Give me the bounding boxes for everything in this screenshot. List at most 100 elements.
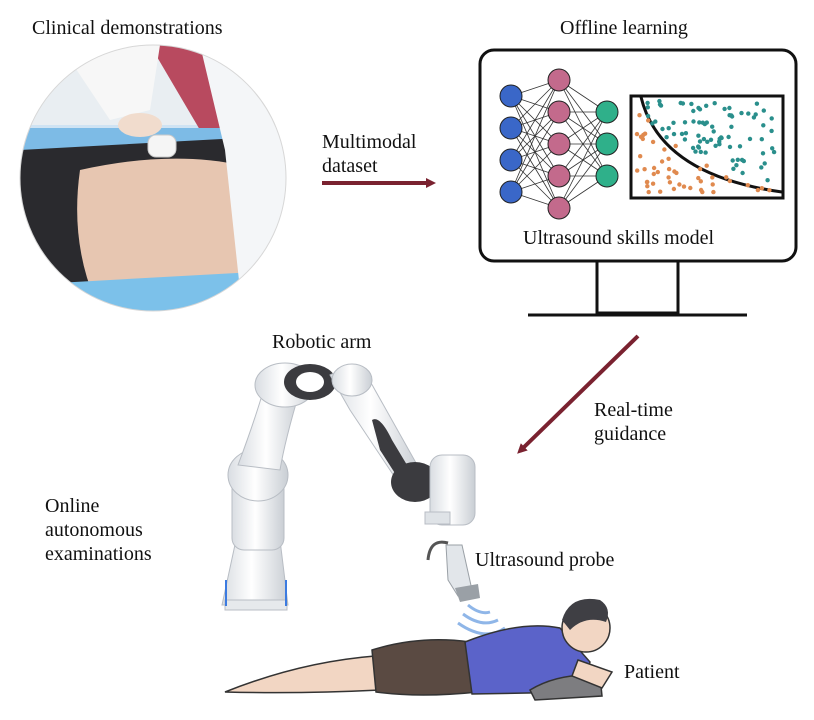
scatter-dot	[727, 178, 732, 184]
scatter-dot	[696, 105, 701, 111]
scatter-dot	[677, 182, 682, 187]
scatter-dot	[761, 123, 766, 128]
ultrasound-probe-label: Ultrasound probe	[475, 549, 615, 571]
scatter-dot	[734, 163, 739, 168]
scatter-dot	[769, 116, 774, 121]
scatter-dot	[671, 186, 677, 192]
scatter-dot	[689, 101, 694, 107]
scatter-dot	[759, 165, 764, 170]
scatter-dot	[704, 163, 709, 168]
scatter-dot	[682, 137, 688, 142]
patient-label: Patient	[624, 661, 680, 683]
scatter-dot	[710, 124, 715, 129]
scatter-dot	[680, 101, 686, 106]
scatter-dot	[771, 149, 777, 155]
ultrasound-probe-icon	[426, 540, 506, 636]
nn-edge	[510, 79, 560, 193]
scatter-dot	[666, 126, 671, 131]
scatter-dot	[722, 106, 727, 112]
scatter-dot	[672, 169, 677, 174]
scatter-dot	[682, 120, 688, 125]
neural-network-icon	[499, 68, 619, 220]
scatter-dot	[759, 186, 765, 191]
offline-learning-label: Offline learning	[560, 17, 688, 39]
guidance-line: guidance	[594, 423, 667, 445]
scatter-dot	[644, 179, 650, 185]
scatter-dot	[727, 105, 732, 111]
scatter-dot	[645, 113, 651, 119]
scatter-dot	[637, 113, 642, 118]
dataset-line: dataset	[322, 155, 378, 177]
scatter-dot	[655, 169, 660, 175]
multimodal-dataset-label: Multimodal dataset	[322, 130, 416, 178]
scatter-dot	[696, 144, 701, 149]
scatter-dot	[765, 178, 770, 183]
scatter-dot	[696, 133, 701, 138]
scatter-dot	[667, 180, 673, 185]
scatter-dot	[703, 150, 708, 155]
scatter-dot	[638, 134, 644, 139]
scatter-dot	[710, 175, 715, 180]
nn-node	[499, 180, 523, 204]
scatter-dot	[713, 143, 718, 148]
nn-edge	[558, 111, 608, 177]
patient-icon	[224, 598, 614, 701]
scatter-dot	[690, 145, 696, 151]
scatter-dot	[691, 108, 696, 114]
scatter-dot	[653, 119, 658, 124]
nn-node	[499, 84, 523, 108]
scatter-dot	[666, 166, 672, 172]
scatter-dot	[645, 105, 650, 110]
scatter-dot	[735, 157, 740, 162]
nn-node	[595, 132, 619, 156]
guidance-arrow	[517, 334, 640, 454]
scatter-dot	[727, 144, 733, 150]
scatter-dot	[650, 139, 656, 145]
scatter-dot	[645, 100, 650, 106]
online-autonomous-examinations-label: Online autonomous examinations	[45, 494, 152, 566]
scatter-dot	[769, 128, 774, 134]
scatter-dot	[664, 135, 669, 140]
scatter-dot	[747, 136, 753, 142]
real-time-line: Real-time	[594, 399, 673, 421]
multimodal-line: Multimodal	[322, 131, 417, 153]
scatter-dot	[651, 171, 656, 177]
scatter-dot	[754, 101, 760, 106]
scatter-dot	[708, 137, 714, 142]
scatter-dot	[646, 118, 651, 123]
scatter-dot	[755, 187, 761, 193]
scatter-dot	[671, 131, 677, 137]
scatter-dot	[688, 185, 693, 191]
nn-node	[499, 148, 523, 172]
scatter-dot	[697, 166, 703, 172]
scatter-dot	[698, 149, 703, 155]
scatter-dot	[731, 166, 736, 171]
scatter-dot	[683, 131, 689, 136]
nn-node	[547, 164, 571, 188]
scatter-dot	[657, 102, 663, 107]
nn-node	[595, 164, 619, 188]
scatter-dot	[770, 146, 775, 151]
scatter-dot	[710, 182, 715, 187]
scatter-dot	[730, 158, 735, 163]
nn-node	[547, 132, 571, 156]
scatter-dot	[704, 103, 709, 109]
scatter-dot	[729, 124, 734, 129]
scatter-dot	[739, 157, 745, 163]
nn-edge	[558, 143, 608, 209]
scatter-dot	[638, 154, 643, 159]
scatter-dot	[671, 120, 676, 126]
scatter-dot	[711, 129, 716, 134]
robotic-arm-icon	[221, 362, 476, 611]
scatter-dot	[762, 161, 767, 166]
scatter-dot	[760, 151, 766, 156]
scatter-dot	[700, 189, 705, 195]
scatter-dot	[726, 134, 731, 140]
scatter-dot	[650, 181, 656, 186]
scatter-dot	[666, 156, 671, 161]
nn-node	[547, 196, 571, 220]
scatter-dot	[662, 147, 667, 152]
scatter-plot-icon	[629, 94, 785, 200]
scatter-dot	[729, 114, 735, 119]
